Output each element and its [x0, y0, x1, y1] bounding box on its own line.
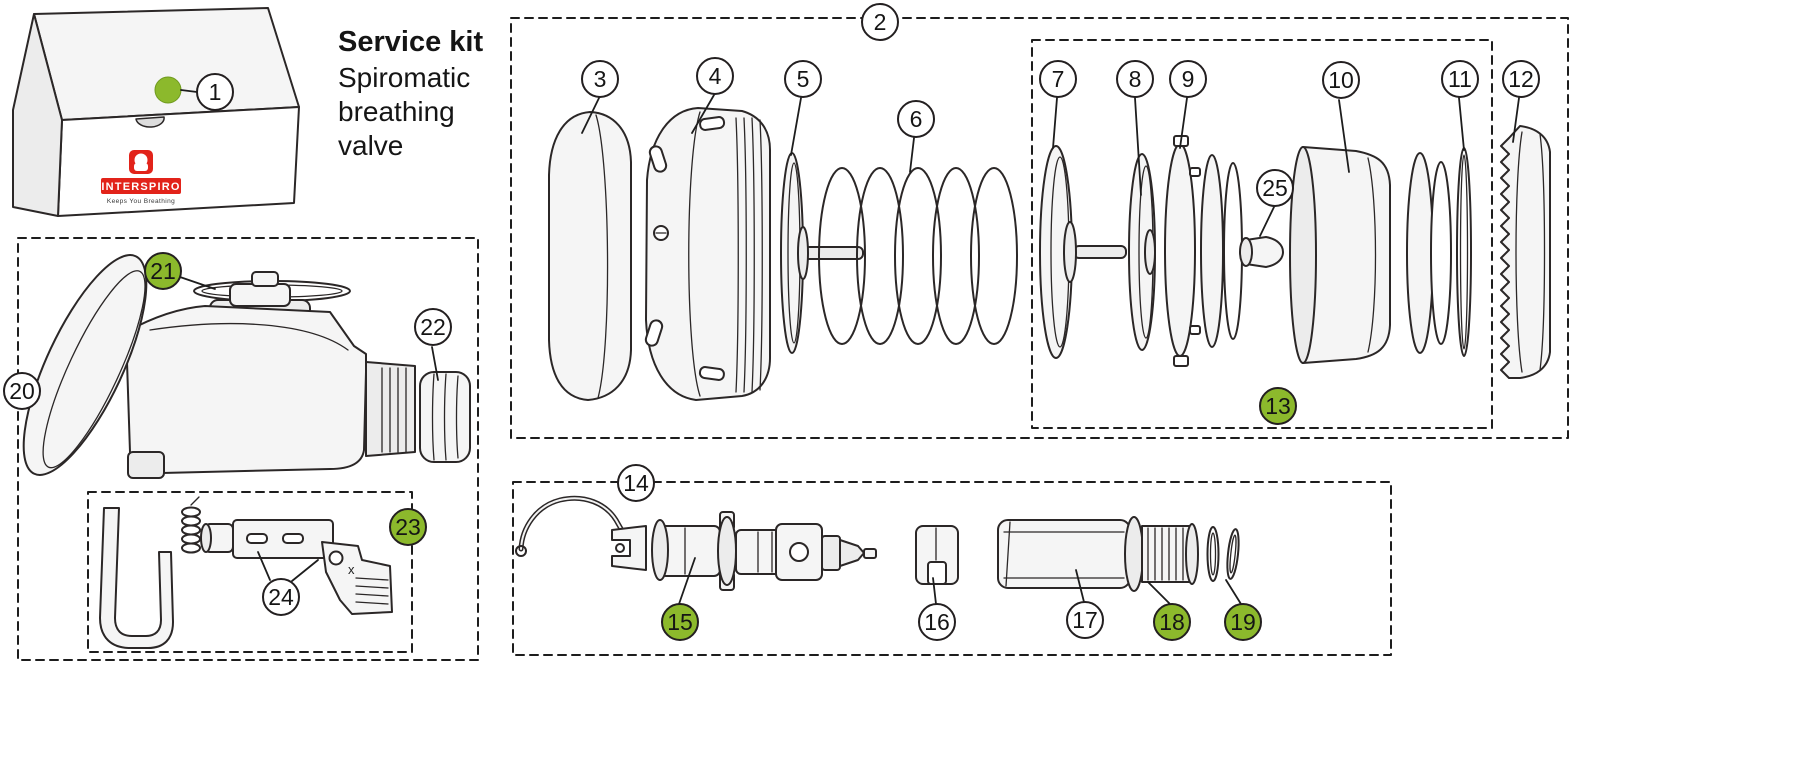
callout-22: 22 [414, 308, 452, 346]
brand-tagline-text: Keeps You Breathing [107, 198, 175, 205]
group-box-23-outline [87, 491, 413, 653]
part-3-cover [548, 111, 632, 401]
part-17-tube [997, 516, 1199, 592]
part-12-threaded-ring [1500, 125, 1551, 379]
callout-17: 17 [1066, 601, 1104, 639]
part-4-valve-cover [644, 107, 771, 401]
part-11-o-ring [1456, 147, 1472, 357]
kit-title: Service kit [338, 26, 484, 58]
group-box-2-outline [510, 17, 1569, 439]
callout-11: 11 [1441, 60, 1479, 98]
callout-25: 25 [1256, 169, 1294, 207]
part-8-disc [1128, 153, 1156, 351]
part-18-washer [1206, 526, 1220, 582]
group-box-13-outline [1031, 39, 1493, 429]
part-6-spring [818, 167, 1018, 345]
callout-1: 1 [196, 73, 234, 111]
brand-name-text: INTERSPIRO [101, 181, 180, 193]
callout-5: 5 [784, 60, 822, 98]
group-box-20-outline [17, 237, 479, 661]
group-box-14-outline [512, 481, 1392, 656]
callout-14: 14 [617, 464, 655, 502]
callout-19: 19 [1224, 603, 1262, 641]
callout-21: 21 [144, 252, 182, 290]
part-7-diaphragm [1039, 145, 1127, 359]
callout-20: 20 [3, 372, 41, 410]
callout-13: 13 [1259, 387, 1297, 425]
part-25-plug [1239, 236, 1284, 268]
part-15-valve-assembly [515, 495, 877, 591]
callout-10: 10 [1322, 61, 1360, 99]
callout-8: 8 [1116, 60, 1154, 98]
callout-16: 16 [918, 603, 956, 641]
callout-6: 6 [897, 100, 935, 138]
part-9-disc-assembly [1164, 135, 1243, 367]
callout-2: 2 [861, 3, 899, 41]
callout-12: 12 [1502, 60, 1540, 98]
callout-18: 18 [1153, 603, 1191, 641]
leader-lines [179, 89, 1520, 605]
brand-logo: INTERSPIRO Keeps You Breathing [101, 150, 181, 205]
service-kit-box: INTERSPIRO Keeps You Breathing [12, 7, 300, 217]
callout-3: 3 [581, 60, 619, 98]
kit-description: Spiromatic breathing valve [338, 62, 471, 161]
callout-4: 4 [696, 57, 734, 95]
kit-title-block: Service kit Spiromatic breathing valve [338, 26, 483, 162]
part-22-nut [419, 371, 471, 463]
callout-23: 23 [389, 508, 427, 546]
callout-24: 24 [262, 578, 300, 616]
part-24-lever-parts: x [99, 496, 393, 649]
lever-x-marking: x [348, 562, 355, 577]
part-10-housing-cup [1289, 146, 1452, 364]
part-5-disc-stem [780, 152, 864, 354]
housing-body [22, 254, 416, 479]
small-spring [181, 496, 201, 554]
callout-15: 15 [661, 603, 699, 641]
part-19-washer [1226, 528, 1240, 580]
callout-9: 9 [1169, 60, 1207, 98]
kit-highlight-dot [154, 76, 182, 104]
part-16-clip-block [915, 525, 959, 585]
callout-7: 7 [1039, 60, 1077, 98]
